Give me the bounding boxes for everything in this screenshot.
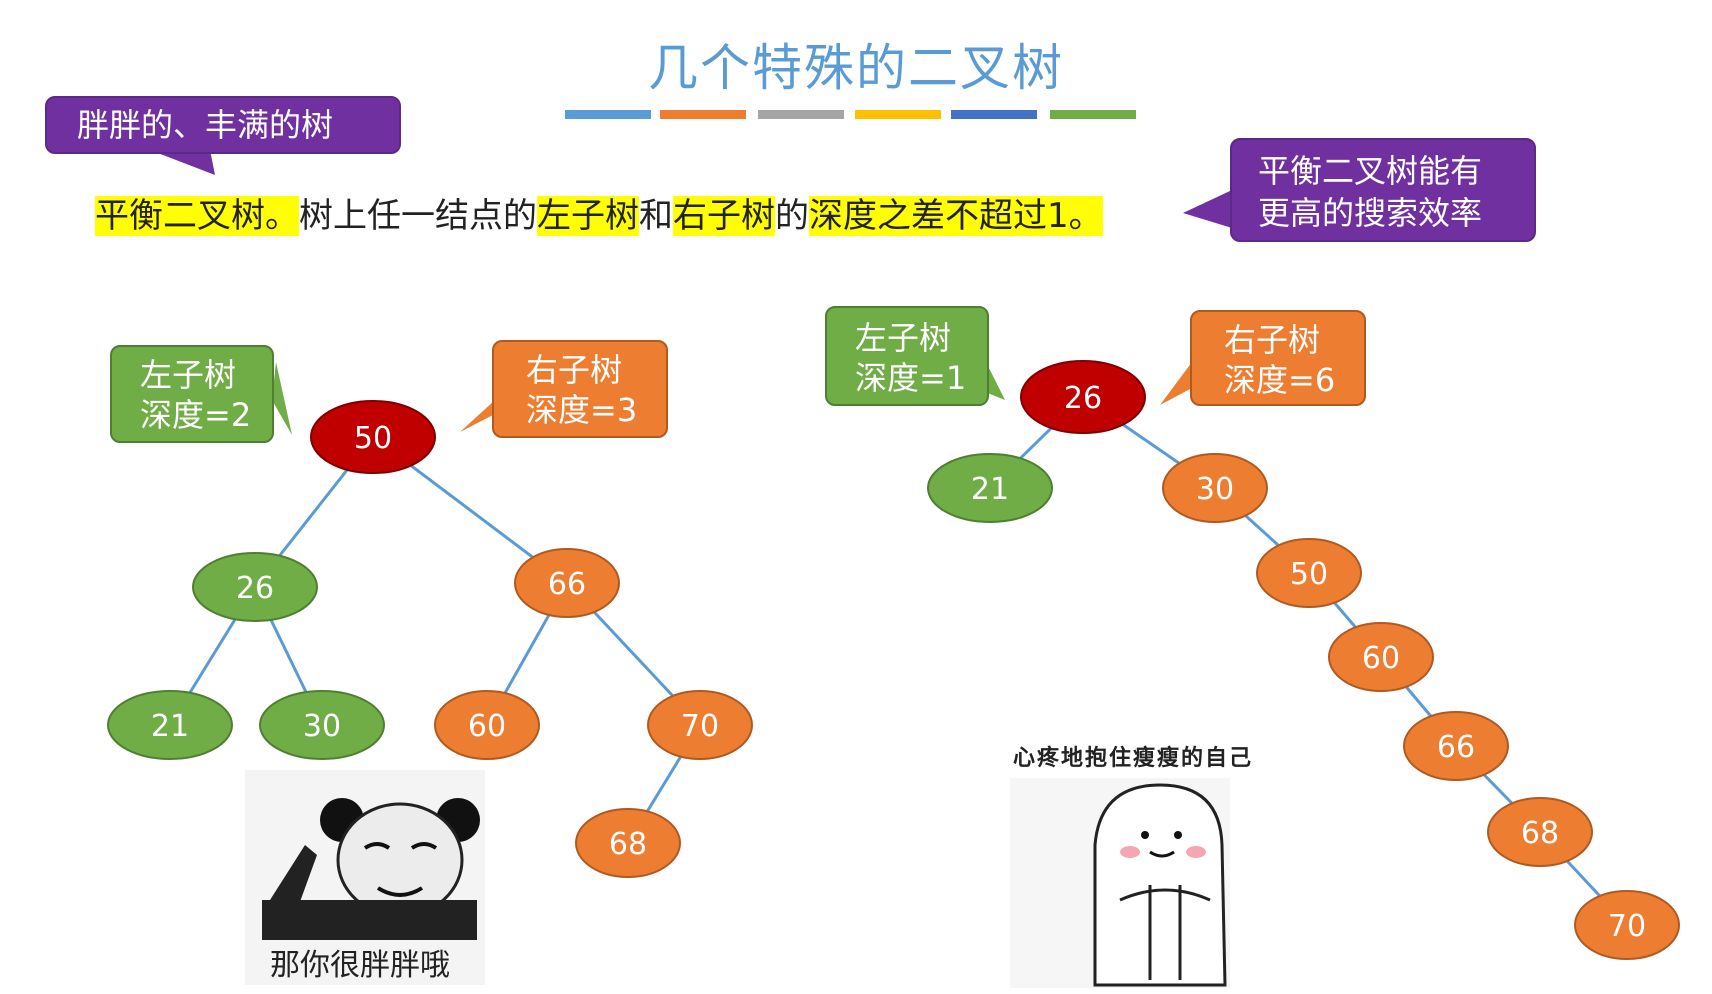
node-t2-21: 21 (927, 453, 1053, 523)
slide-title: 几个特殊的二叉树 (648, 39, 1064, 97)
color-bar-3 (758, 110, 844, 119)
node-label-t1-30: 30 (303, 709, 341, 744)
node-label-t1-21: 21 (151, 709, 189, 744)
callout-search-efficiency-line1: 平衡二叉树能有 (1258, 152, 1483, 190)
node-shape-t2-68 (1487, 797, 1593, 867)
node-t1-60: 60 (434, 690, 540, 760)
callout-right-tail (1183, 190, 1232, 228)
def-depth-rule: 深度之差不超过1。 (809, 196, 1103, 236)
panda-meme-image (245, 770, 485, 985)
node-label-t1-68: 68 (609, 827, 647, 862)
t2-right-subtree-label: 右子树 深度=6 (1190, 310, 1366, 406)
node-t2-30: 30 (1162, 453, 1268, 523)
node-label-t1-26: 26 (236, 571, 274, 606)
node-t2-66: 66 (1403, 711, 1509, 781)
node-shape-t2-root (1020, 360, 1146, 434)
def-left-subtree: 左子树 (537, 196, 639, 236)
node-shape-t2-21 (927, 453, 1053, 523)
color-bar-6 (1050, 110, 1136, 119)
color-bar-2 (660, 110, 746, 119)
node-shape-t2-60 (1328, 622, 1434, 692)
node-t1-root: 50 (310, 400, 436, 474)
node-shape-t1-root (310, 400, 436, 474)
node-label-t2-70: 70 (1608, 909, 1646, 944)
t2-right-subtree-label-line2: 深度=6 (1224, 361, 1336, 399)
t1-left-subtree-label-line2: 深度=2 (140, 396, 252, 434)
t2-left-subtree-label-line2: 深度=1 (855, 359, 967, 397)
callout-search-efficiency-line2: 更高的搜索效率 (1258, 194, 1483, 232)
node-t2-60: 60 (1328, 622, 1434, 692)
t1-right-subtree-label-line1: 右子树 (526, 351, 623, 389)
node-shape-t2-30 (1162, 453, 1268, 523)
node-label-t1-66: 66 (548, 567, 586, 602)
node-t2-70: 70 (1574, 890, 1680, 960)
node-label-t2-50: 50 (1290, 557, 1328, 592)
node-t1-70: 70 (647, 690, 753, 760)
node-shape-t1-30 (259, 690, 385, 760)
def-text-3: 的 (775, 196, 809, 236)
node-label-t2-66: 66 (1437, 730, 1475, 765)
t1-right-subtree-label-line2: 深度=3 (526, 391, 638, 429)
node-label-t1-70: 70 (681, 709, 719, 744)
t2-right-subtree-label-line1: 右子树 (1224, 321, 1321, 359)
node-shape-t1-66 (514, 548, 620, 618)
def-term: 平衡二叉树。 (95, 196, 299, 236)
node-shape-t2-50 (1256, 538, 1362, 608)
color-bar-5 (951, 110, 1037, 119)
t1-left-subtree-label-line1: 左子树 (140, 356, 237, 394)
node-t1-26: 26 (192, 552, 318, 622)
node-label-t2-68: 68 (1521, 816, 1559, 851)
panda-meme-caption: 那你很胖胖哦 (270, 948, 450, 983)
node-label-t2-21: 21 (971, 472, 1009, 507)
def-right-subtree: 右子树 (673, 196, 775, 236)
color-bar-1 (565, 110, 651, 119)
node-label-t2-30: 30 (1196, 472, 1234, 507)
balanced-tree-definition: 平衡二叉树。树上任一结点的左子树和右子树的深度之差不超过1。 (95, 188, 1103, 237)
node-shape-t1-26 (192, 552, 318, 622)
callout-chubby-tree-text: 胖胖的、丰满的树 (77, 106, 334, 144)
node-label-t1-60: 60 (468, 709, 506, 744)
blob-meme-image (1010, 778, 1230, 988)
node-t2-68: 68 (1487, 797, 1593, 867)
node-shape-t1-70 (647, 690, 753, 760)
node-label-t2-root: 26 (1064, 381, 1102, 416)
node-t1-21: 21 (107, 690, 233, 760)
node-t2-50: 50 (1256, 538, 1362, 608)
callout-chubby-tree: 胖胖的、丰满的树 (45, 96, 401, 154)
node-t1-30: 30 (259, 690, 385, 760)
node-shape-t1-68 (575, 808, 681, 878)
node-label-t1-root: 50 (354, 421, 392, 456)
node-shape-t2-70 (1574, 890, 1680, 960)
t1-left-subtree-label: 左子树 深度=2 (110, 345, 274, 443)
node-t1-68: 68 (575, 808, 681, 878)
t2-left-subtree-label-line1: 左子树 (855, 319, 952, 357)
blob-meme-caption: 心疼地抱住瘦瘦的自己 (1013, 746, 1254, 771)
color-bar-4 (855, 110, 941, 119)
t2-left-subtree-label: 左子树 深度=1 (825, 306, 989, 406)
node-label-t2-60: 60 (1362, 641, 1400, 676)
t2-right-label-tail (1160, 362, 1192, 405)
t1-right-subtree-label: 右子树 深度=3 (492, 340, 668, 438)
t1-left-label-tail (272, 362, 292, 435)
node-t2-root: 26 (1020, 360, 1146, 434)
node-shape-t1-21 (107, 690, 233, 760)
callout-search-efficiency: 平衡二叉树能有 更高的搜索效率 (1230, 138, 1536, 242)
def-text-1: 树上任一结点的 (299, 196, 537, 236)
node-shape-t1-60 (434, 690, 540, 760)
node-t1-66: 66 (514, 548, 620, 618)
node-shape-t2-66 (1403, 711, 1509, 781)
def-text-2: 和 (639, 196, 673, 236)
callout-left-tail (150, 150, 215, 175)
tree-nodes: 50 26 66 21 30 60 70 68 26 21 30 50 60 66 68 70 (107, 360, 1680, 960)
t2-left-label-tail (985, 360, 1005, 400)
